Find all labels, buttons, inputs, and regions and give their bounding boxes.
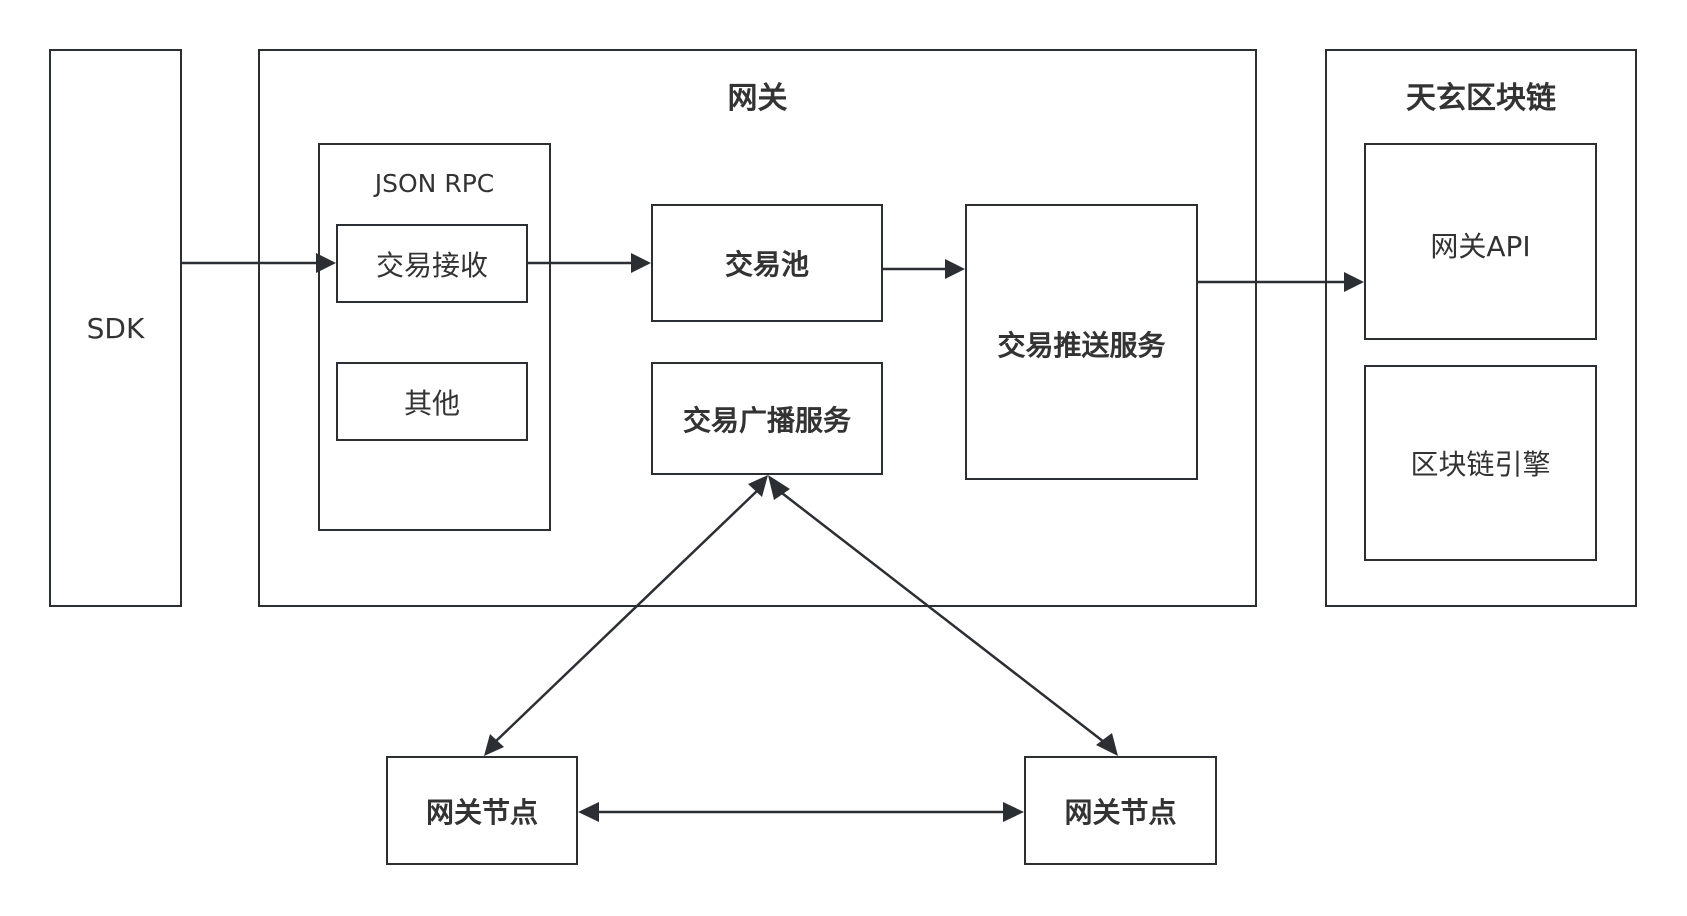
blockchain-container: 天玄区块链 bbox=[1325, 49, 1637, 607]
other-label: 其他 bbox=[403, 386, 460, 420]
json-rpc-container: JSON RPC bbox=[318, 143, 551, 531]
arrowhead-node-right-side bbox=[1003, 802, 1024, 822]
arrowhead-node-left-side bbox=[578, 802, 599, 822]
gateway-title: 网关 bbox=[727, 81, 788, 116]
gateway-api-box: 网关API bbox=[1364, 143, 1597, 340]
blockchain-engine-label: 区块链引擎 bbox=[1410, 448, 1551, 481]
sdk-label: SDK bbox=[86, 311, 145, 345]
blockchain-engine-box: 区块链引擎 bbox=[1364, 365, 1597, 561]
gateway-node-right: 网关节点 bbox=[1024, 756, 1217, 865]
tx-push-box: 交易推送服务 bbox=[965, 204, 1198, 480]
tx-receive-label: 交易接收 bbox=[375, 248, 488, 282]
tx-pool-box: 交易池 bbox=[651, 204, 883, 322]
sdk-box: SDK bbox=[49, 49, 182, 607]
gateway-api-label: 网关API bbox=[1430, 230, 1531, 263]
tx-broadcast-label: 交易广播服务 bbox=[682, 403, 851, 437]
tx-broadcast-box: 交易广播服务 bbox=[651, 362, 883, 475]
gateway-node-right-label: 网关节点 bbox=[1064, 795, 1177, 829]
arrowhead-node-right-top bbox=[1096, 733, 1118, 756]
arrowhead-node-left-top bbox=[484, 734, 504, 756]
gateway-node-left: 网关节点 bbox=[386, 756, 578, 865]
tx-pool-label: 交易池 bbox=[724, 248, 809, 281]
gateway-node-left-label: 网关节点 bbox=[425, 795, 538, 829]
other-box: 其他 bbox=[336, 362, 528, 441]
blockchain-title: 天玄区块链 bbox=[1406, 81, 1556, 116]
tx-receive-box: 交易接收 bbox=[336, 224, 528, 303]
json-rpc-title: JSON RPC bbox=[374, 169, 495, 198]
tx-push-label: 交易推送服务 bbox=[997, 329, 1166, 362]
